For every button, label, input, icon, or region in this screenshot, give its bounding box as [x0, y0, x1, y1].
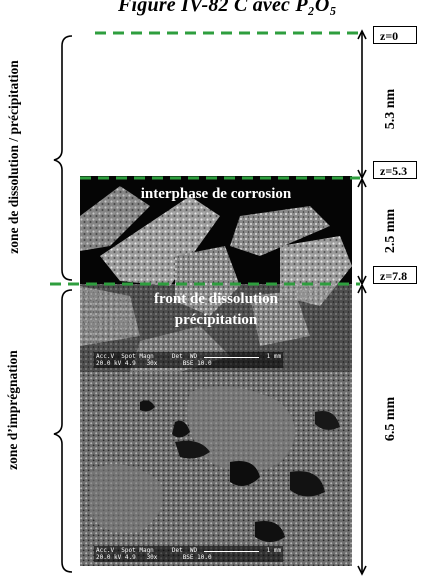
thickness-5-3: 5.3 nm — [383, 88, 398, 130]
brace-dissolution — [53, 35, 73, 281]
label-interphase: interphase de corrosion — [140, 186, 292, 202]
sem-texture-bottom — [80, 372, 352, 566]
depth-marker-z7-8: z=7.8 — [373, 266, 417, 284]
label-front-line1: front de dissolution — [154, 291, 278, 307]
zone-impregnation-label: zone d’imprégnation — [5, 350, 20, 470]
scale-bar-top: Acc.V Spot Magn Det WD 1 mm 20.0 kV 4.9 … — [94, 352, 284, 368]
scale-bar-values: 20.0 kV 4.9 30x BSE 10.0 — [96, 360, 212, 367]
scale-bar-header: Acc.V Spot Magn Det WD — [96, 547, 198, 554]
thickness-2-5: 2.5 mm — [383, 208, 398, 254]
brace-impregnation — [53, 289, 73, 573]
depth-marker-z5-3: z=5.3 — [373, 161, 417, 179]
scale-bar-values: 20.0 kV 4.9 30x BSE 10.0 — [96, 554, 212, 561]
thickness-6-5: 6.5 mm — [383, 396, 398, 442]
label-front-line2: précipitation — [174, 312, 258, 328]
scale-bar-unit: 1 mm — [266, 547, 282, 554]
sem-image-interphase: interphase de corrosion front de dissolu… — [80, 176, 352, 372]
scale-bar-unit: 1 mm — [266, 353, 282, 360]
scale-bar-header: Acc.V Spot Magn Det WD — [96, 353, 198, 360]
sem-image-impregnation: Acc.V Spot Magn Det WD 1 mm 20.0 kV 4.9 … — [80, 372, 352, 566]
sem-texture-top — [80, 176, 352, 372]
depth-marker-z0: z=0 — [373, 26, 417, 44]
figure-title: Figure IV-82 C avec P₂O₅ — [118, 0, 337, 16]
zone-dissolution-label: zone de dissolution / précipitation — [6, 60, 21, 254]
scale-bar-bottom: Acc.V Spot Magn Det WD 1 mm 20.0 kV 4.9 … — [94, 546, 284, 562]
